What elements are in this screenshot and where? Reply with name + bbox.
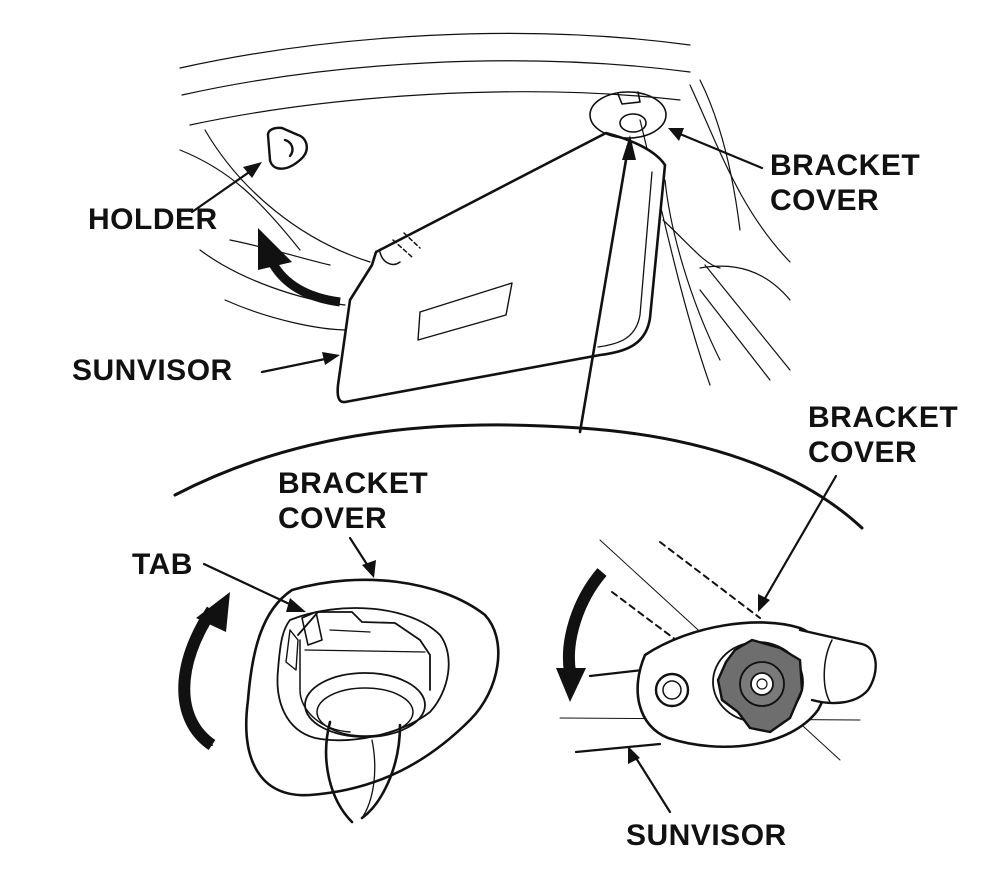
label-bracket-cover-right-line2: COVER (808, 436, 918, 469)
detail-boundary-arc (173, 423, 864, 530)
rotate-arrow-right (556, 568, 607, 702)
sunvisor-panel (336, 131, 667, 404)
leader-lines-top (190, 128, 764, 374)
label-tab: TAB (132, 548, 193, 581)
bracket-cover-detail-left (245, 578, 500, 824)
label-bracket-cover-top-line2: COVER (770, 184, 880, 217)
holder-clip (266, 126, 308, 170)
label-bracket-cover-top-line1: BRACKET (770, 149, 921, 182)
leader-lines-bottom-left (202, 536, 376, 612)
label-holder: HOLDER (88, 203, 218, 236)
label-sunvisor-top: SUNVISOR (72, 354, 233, 387)
swing-direction-arrow (258, 228, 341, 307)
bracket-cover-roof (589, 91, 667, 139)
detail-callout-line (578, 135, 636, 434)
rotate-arrow-left (178, 592, 230, 750)
label-bracket-cover-left-line2: COVER (278, 502, 388, 535)
label-bracket-cover-left-line1: BRACKET (278, 467, 429, 500)
leader-lines-bottom-right (628, 474, 838, 814)
label-bracket-cover-right-line1: BRACKET (808, 401, 959, 434)
bracket-knob (716, 638, 804, 734)
sunvisor-pivot-detail (559, 539, 877, 761)
label-bracket-cover-top: BRACKET COVER (770, 148, 920, 218)
label-bracket-cover-right: BRACKET COVER (808, 400, 958, 470)
label-bracket-cover-left: BRACKET COVER (278, 466, 428, 536)
label-sunvisor-bottom: SUNVISOR (626, 819, 787, 852)
